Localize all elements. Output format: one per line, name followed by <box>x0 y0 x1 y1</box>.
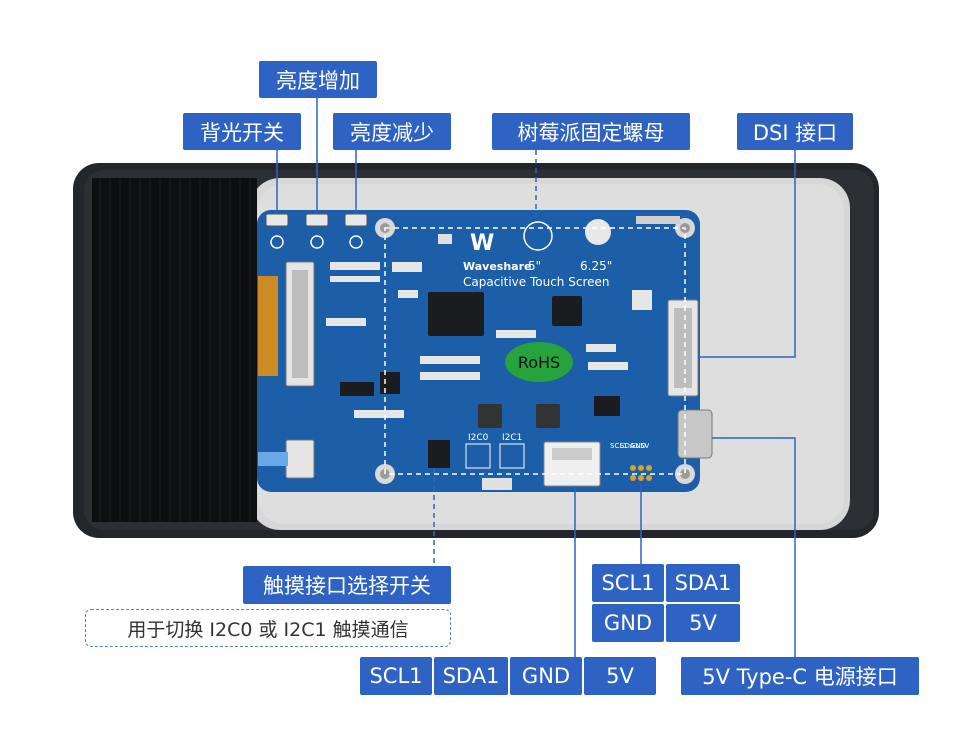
brand-logo-mark: W <box>470 231 494 256</box>
touch-chip <box>552 296 582 326</box>
product-text: Capacitive Touch Screen <box>463 275 609 289</box>
rohs-logo <box>505 342 573 382</box>
label-backlight-switch: 背光开关 <box>183 113 301 150</box>
fabric-tape <box>92 178 257 522</box>
pin-row-sda1: SDA1 <box>434 657 508 695</box>
rpi-nut-mark <box>523 221 553 251</box>
fpc-ribbon <box>258 276 278 376</box>
label-dsi-port: DSI 接口 <box>737 113 853 150</box>
pin-row-scl1: SCL1 <box>360 657 432 695</box>
brand-text: Waveshare <box>463 260 531 273</box>
label-rpi-nut: 树莓派固定螺母 <box>492 113 690 150</box>
button-brightness-up <box>305 213 329 227</box>
label-power-port: 5V Type-C 电源接口 <box>681 657 919 695</box>
touch-switch-note: 用于切换 I2C0 或 I2C1 触摸通信 <box>85 609 451 647</box>
typec-port <box>677 409 713 459</box>
i2c1-text: I2C1 <box>502 433 522 443</box>
label-brightness-up: 亮度增加 <box>259 61 377 98</box>
pin-grid-sda1: SDA1 <box>666 564 740 602</box>
button-backlight <box>265 213 289 227</box>
pin-mark: SCL1 <box>610 442 628 450</box>
pin-mark: SDA1 <box>620 442 639 450</box>
pin-grid-5v: 5V <box>666 604 740 642</box>
solder-pads <box>482 478 512 490</box>
pin-row-gnd: GND <box>510 657 582 695</box>
size-b-text: 6.25" <box>580 259 612 273</box>
pin-row-5v: 5V <box>584 657 656 695</box>
pin-grid-gnd: GND <box>592 604 664 642</box>
label-brightness-down: 亮度减少 <box>333 113 451 150</box>
pin-mark: GND <box>630 442 646 450</box>
pin-grid-scl1: SCL1 <box>592 564 664 602</box>
size-a-text: 5" <box>528 259 541 273</box>
button-brightness-down <box>344 213 368 227</box>
rpi-mount-outline <box>384 227 686 475</box>
pin-mark: 5V <box>640 442 649 450</box>
main-chip <box>428 292 484 336</box>
label-touch-switch: 触摸接口选择开关 <box>243 566 451 604</box>
rohs-text: RoHS <box>518 353 560 372</box>
i2c0-text: I2C0 <box>468 433 489 443</box>
